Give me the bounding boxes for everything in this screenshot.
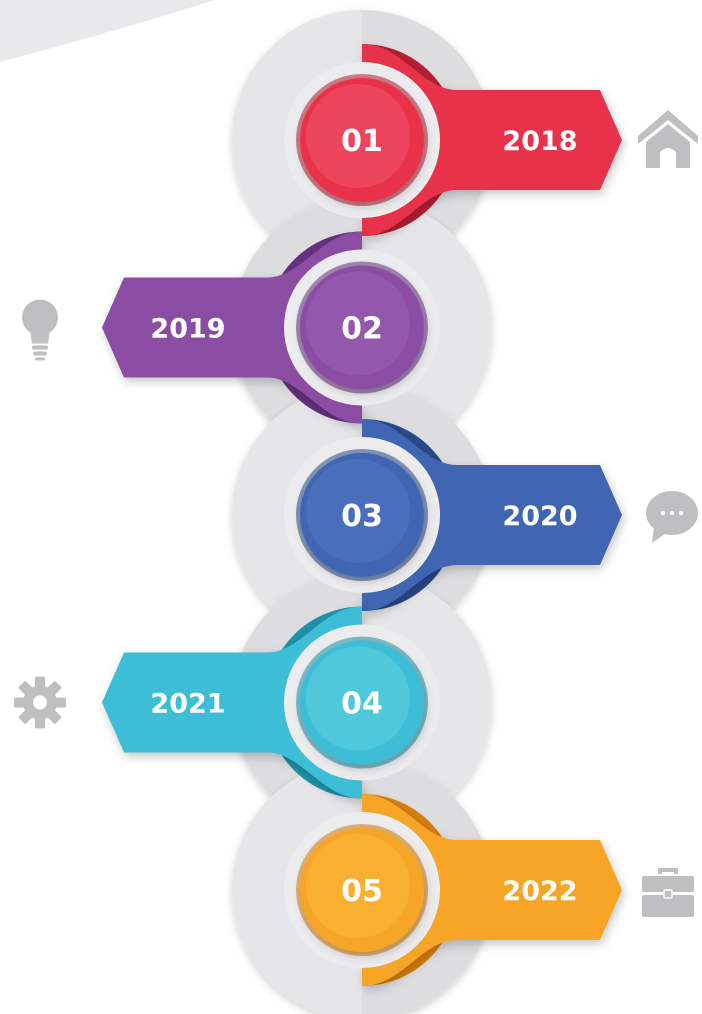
step-3-number-circle: 03 bbox=[296, 449, 428, 581]
step-5-number: 05 bbox=[341, 874, 383, 909]
step-5-number-circle: 05 bbox=[296, 824, 428, 956]
step-4-number: 04 bbox=[341, 687, 383, 722]
gear-icon bbox=[14, 676, 66, 729]
lightbulb-icon bbox=[22, 299, 58, 361]
step-4-number-circle: 04 bbox=[296, 636, 428, 769]
step-5-year: 2022 bbox=[502, 876, 577, 907]
step-2-number: 02 bbox=[341, 312, 383, 347]
step-1-number: 01 bbox=[341, 124, 383, 159]
step-3-year: 2020 bbox=[502, 501, 577, 532]
step-1-year: 2018 bbox=[502, 126, 577, 157]
chat-icon bbox=[646, 491, 698, 543]
corner-decoration bbox=[0, 0, 215, 62]
step-3-number: 03 bbox=[341, 499, 383, 534]
step-4-year: 2021 bbox=[150, 689, 225, 720]
step-2-number-circle: 02 bbox=[296, 261, 428, 394]
home-icon bbox=[638, 110, 698, 168]
step-1-number-circle: 01 bbox=[296, 74, 428, 206]
step-2-year: 2019 bbox=[150, 314, 225, 345]
briefcase-icon bbox=[642, 868, 694, 917]
